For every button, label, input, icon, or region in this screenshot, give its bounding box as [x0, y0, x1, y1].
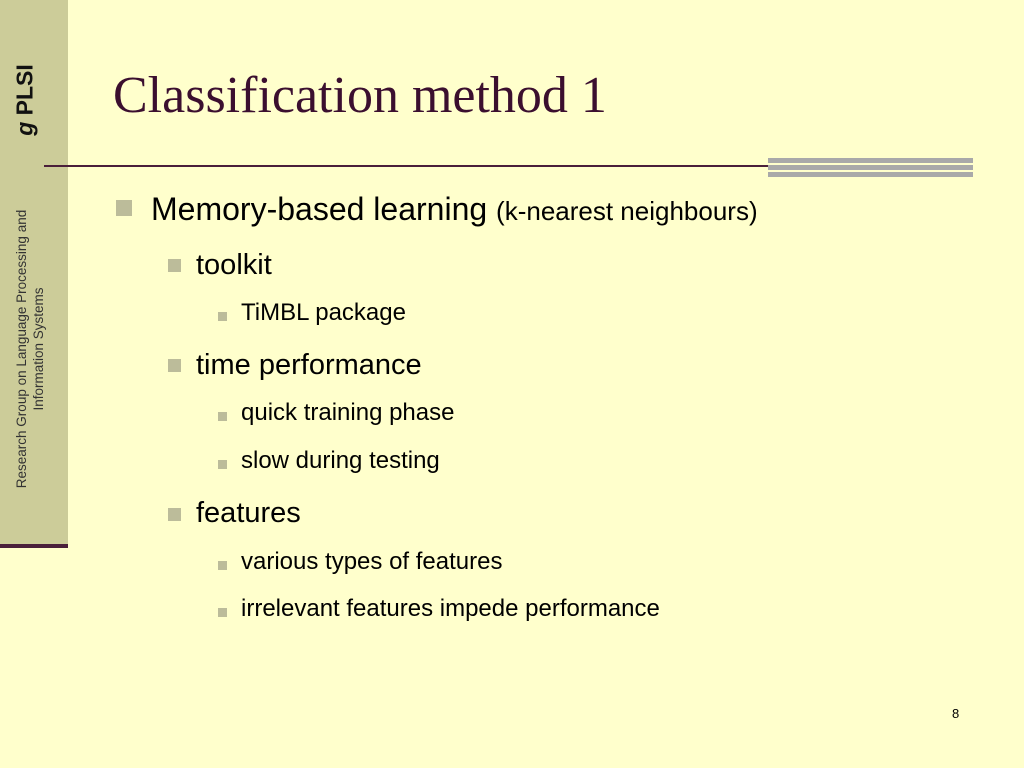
bullet-main-subtext: (k-nearest neighbours) — [496, 196, 758, 226]
bullet-various-features: various types of features — [241, 548, 503, 575]
page-number: 8 — [952, 706, 960, 721]
bullet-timbl: TiMBL package — [241, 299, 406, 326]
bullet-square-icon — [218, 412, 227, 421]
slide-title: Classification method 1 — [113, 67, 607, 124]
bullet-features: features — [196, 497, 301, 529]
bullet-toolkit: toolkit — [196, 249, 272, 281]
bullet-main-text: Memory-based learning — [151, 191, 488, 227]
bullet-irrelevant-features: irrelevant features impede performance — [241, 595, 660, 622]
bullet-slow-testing: slow during testing — [241, 447, 440, 474]
bullet-square-icon — [168, 259, 181, 272]
bullet-square-icon — [218, 561, 227, 570]
bullet-square-icon — [168, 508, 181, 521]
sidebar: g PLSI Research Group on Language Proces… — [0, 0, 68, 548]
title-rule-accent — [768, 158, 973, 179]
bullet-time-performance: time performance — [196, 349, 422, 381]
bullet-square-icon — [218, 312, 227, 321]
title-rule — [44, 165, 972, 167]
bullet-square-icon — [218, 608, 227, 617]
bullet-square-icon — [168, 359, 181, 372]
bullet-quick-training: quick training phase — [241, 399, 455, 426]
bullet-square-icon — [116, 200, 132, 216]
bullet-memory-based-learning: Memory-based learning (k-nearest neighbo… — [151, 191, 758, 228]
bullet-square-icon — [218, 460, 227, 469]
